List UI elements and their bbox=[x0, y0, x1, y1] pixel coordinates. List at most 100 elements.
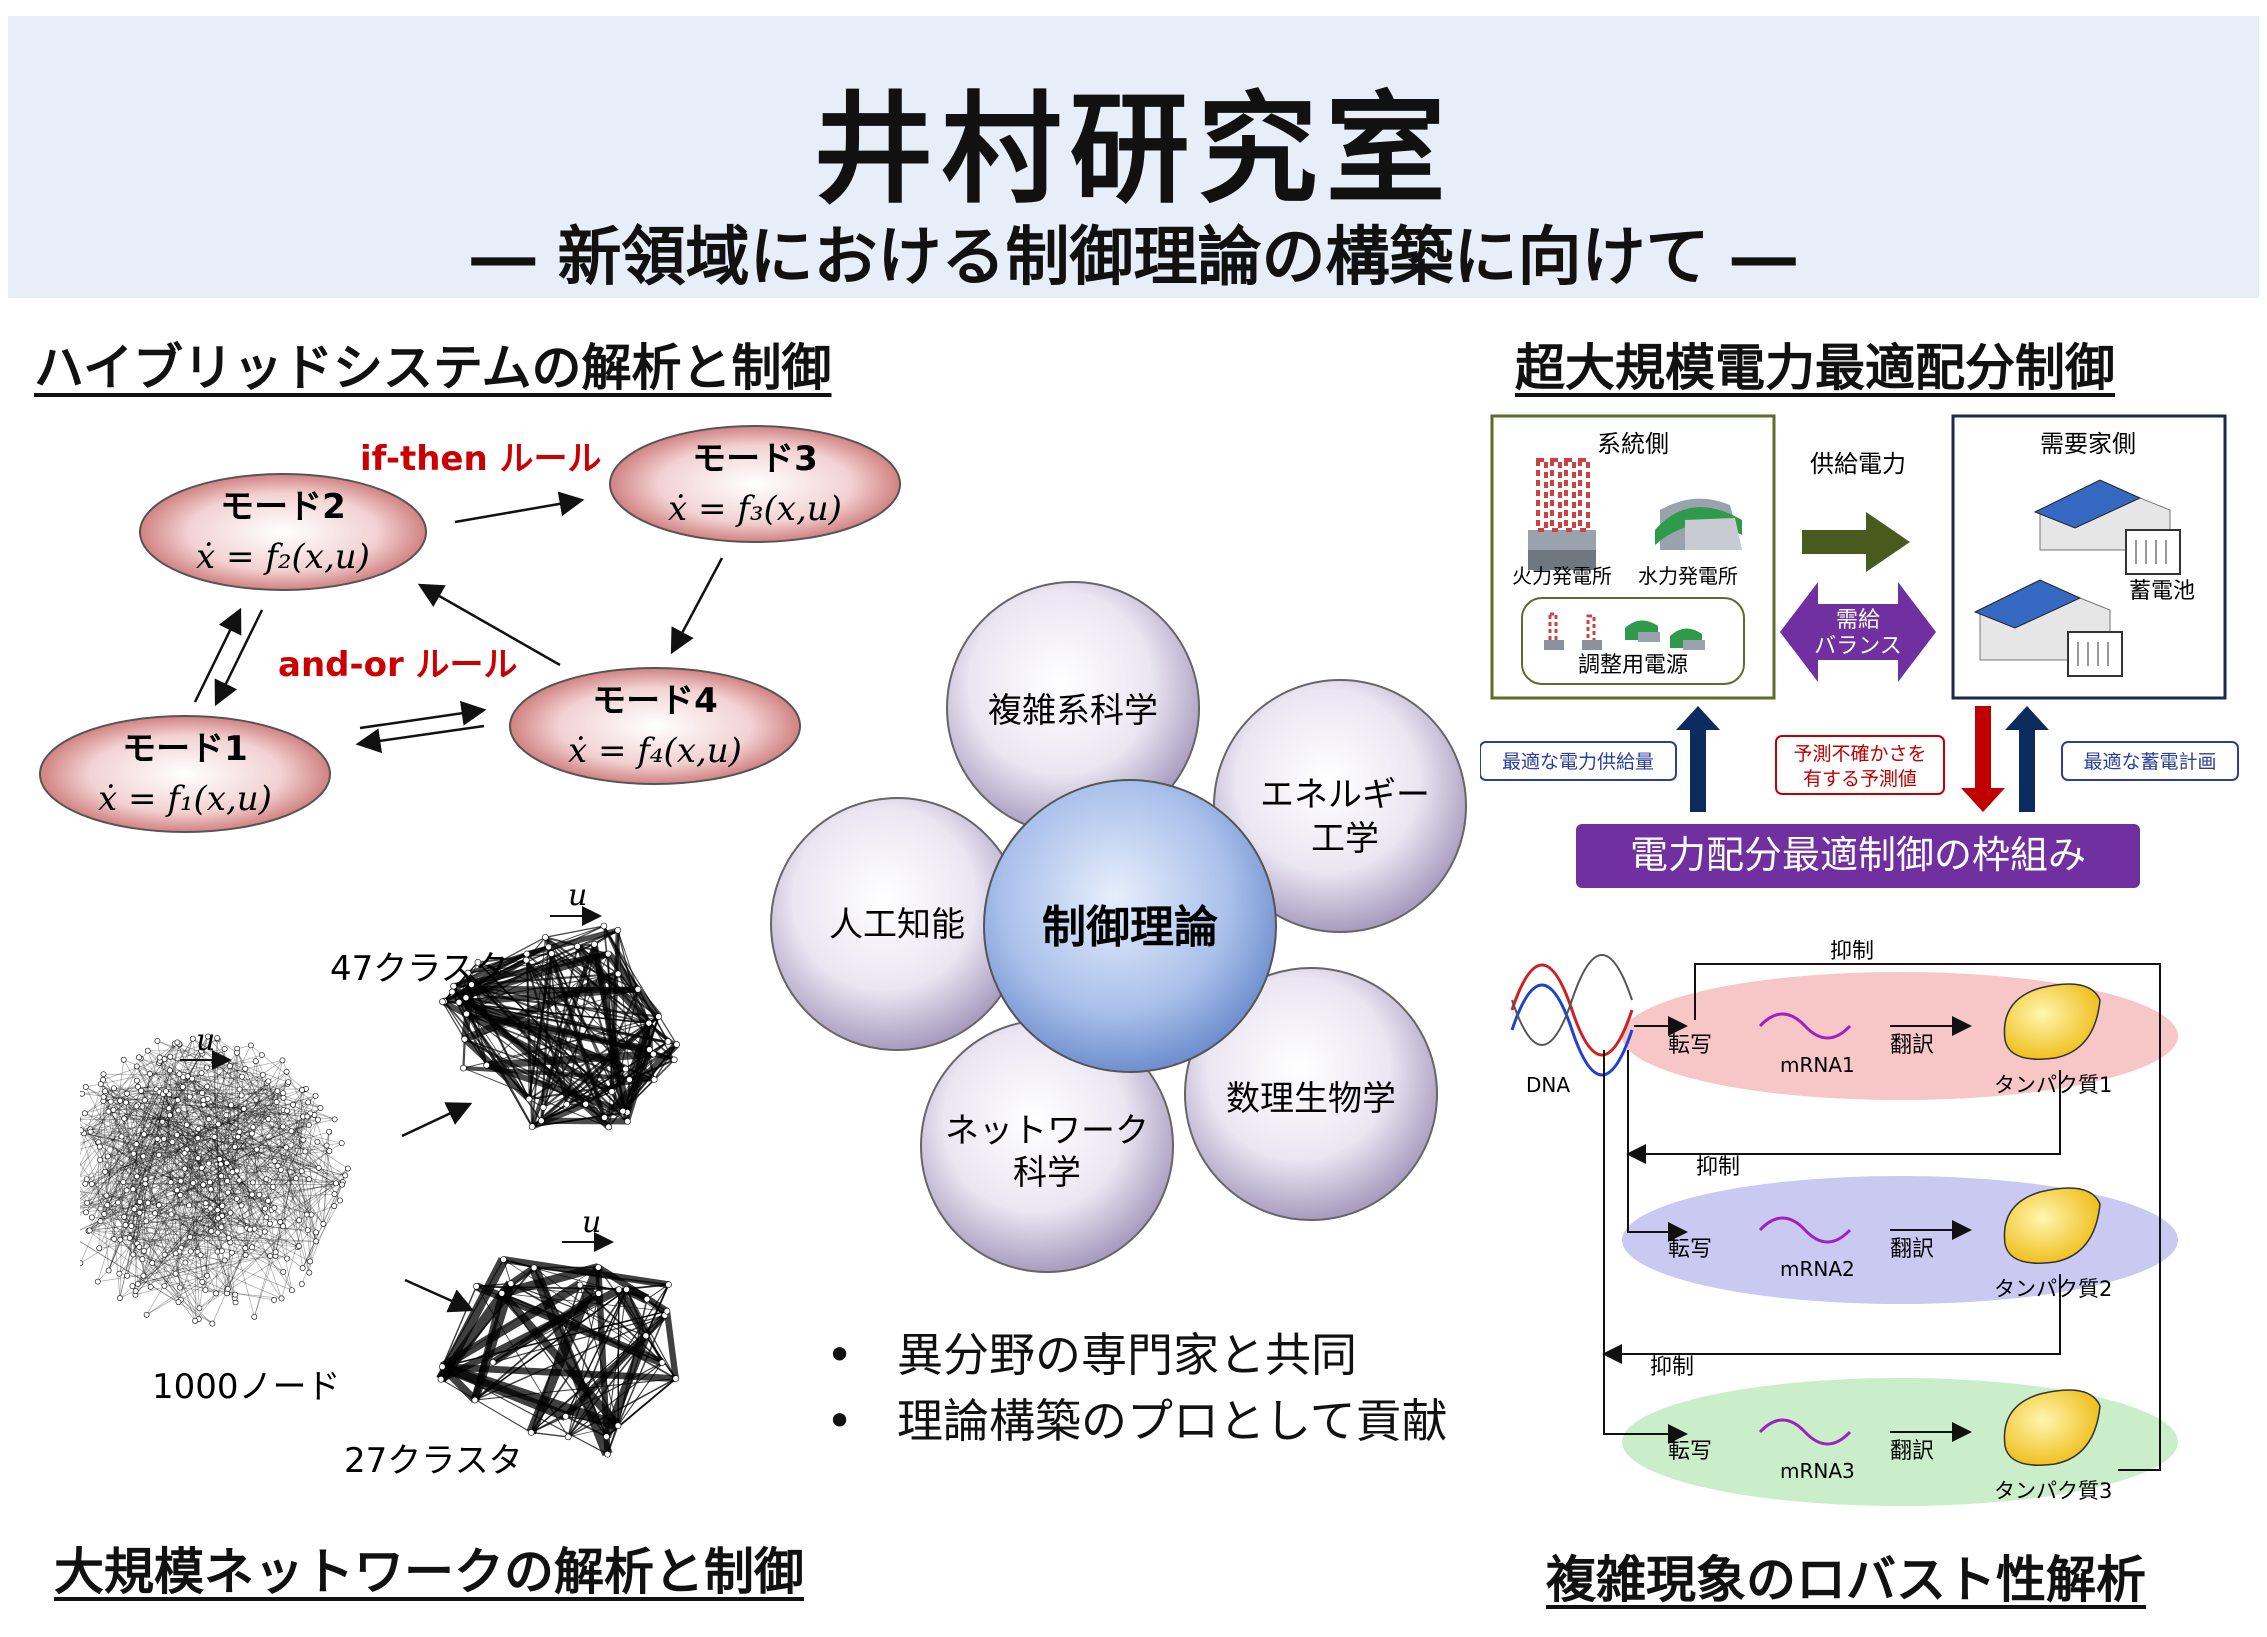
balance-arrow: 需給 バランス bbox=[1780, 582, 1936, 682]
label-1000-nodes: 1000ノード bbox=[152, 1367, 341, 1407]
transcription-label-3: 転写 bbox=[1668, 1439, 1712, 1464]
rule-and-or: and-or ルール bbox=[278, 645, 518, 685]
svg-text:制御理論: 制御理論 bbox=[1042, 902, 1218, 953]
network-diagram: u u u 47クラスタ 1000ノード 27クラスタ bbox=[80, 880, 681, 1480]
protein-3-icon bbox=[2003, 1389, 2101, 1466]
label-27-clusters: 27クラスタ bbox=[344, 1441, 523, 1480]
header-banner: 井村研究室 ― 新領域における制御理論の構築に向けて ― bbox=[8, 16, 2259, 298]
network-27-cluster-graph bbox=[436, 1256, 680, 1458]
arrow-mode1-to-mode4 bbox=[359, 700, 487, 730]
adjust-sources-box bbox=[1521, 597, 1745, 685]
protein-2-icon bbox=[2003, 1187, 2101, 1264]
mode-4-equation: ẋ = f₄(x,u) bbox=[568, 731, 742, 771]
mrna-2-label: mRNA2 bbox=[1780, 1257, 1855, 1281]
petal-artificial-intelligence: 人工知能 bbox=[770, 797, 1024, 1051]
mrna-1-label: mRNA1 bbox=[1780, 1053, 1855, 1077]
mode-4-label: モード4 bbox=[592, 681, 718, 721]
translation-label-3: 翻訳 bbox=[1890, 1439, 1934, 1464]
svg-text:最適な電力供給量: 最適な電力供給量 bbox=[1502, 751, 1654, 773]
research-fields-diagram: 複雑系科学 エネルギー 工学 数理生物学 ネットワーク 科学 人工知能 制御理論 bbox=[770, 581, 1467, 1273]
protein-1-icon bbox=[2003, 983, 2101, 1060]
suppress-label-2: 抑制 bbox=[1696, 1155, 1740, 1180]
down-arrow-forecast bbox=[1961, 706, 2005, 812]
bullet-item: • 異分野の専門家と共同 bbox=[826, 1328, 1357, 1382]
battery-icon-1 bbox=[2125, 529, 2181, 575]
bullet-item: • 理論構築のプロとして貢献 bbox=[826, 1394, 1448, 1448]
hybrid-diagram: モード2 ẋ = f₂(x,u) モード3 ẋ = f₃(x,u) モード4 ẋ… bbox=[39, 425, 901, 833]
input-u-label-big: u bbox=[196, 1023, 215, 1058]
transcription-label-2: 転写 bbox=[1668, 1237, 1712, 1262]
mrna-3-label: mRNA3 bbox=[1780, 1459, 1855, 1483]
petal-energy-engineering: エネルギー 工学 bbox=[1213, 679, 1467, 933]
mrna-2-icon bbox=[1758, 1216, 1852, 1244]
svg-text:人工知能: 人工知能 bbox=[829, 905, 965, 945]
thermal-plant-label: 火力発電所 bbox=[1512, 564, 1612, 588]
core-control-theory: 制御理論 bbox=[983, 779, 1277, 1073]
input-u-label-47: u bbox=[568, 880, 587, 913]
svg-text:バランス: バランス bbox=[1814, 634, 1902, 659]
mrna-3-icon bbox=[1758, 1418, 1852, 1446]
svg-text:最適な蓄電計画: 最適な蓄電計画 bbox=[2083, 751, 2216, 773]
mode-3-label: モード3 bbox=[692, 439, 818, 479]
optimal-storage-callout bbox=[2061, 741, 2239, 781]
mode-3-equation: ẋ = f₃(x,u) bbox=[668, 489, 842, 529]
mode-2-node: モード2 ẋ = f₂(x,u) bbox=[139, 473, 427, 591]
framework-banner bbox=[1576, 824, 2140, 888]
svg-text:需給: 需給 bbox=[1836, 608, 1880, 633]
translation-label-2: 翻訳 bbox=[1890, 1237, 1934, 1262]
hydro-plant-label: 水力発電所 bbox=[1638, 564, 1738, 588]
section-title-hybrid: ハイブリッドシステムの解析と制御 bbox=[34, 339, 832, 397]
suppress-label-3: 抑制 bbox=[1650, 1355, 1694, 1380]
suppress-label-1: 抑制 bbox=[1830, 940, 1874, 964]
mode-1-label: モード1 bbox=[122, 729, 248, 769]
svg-text:複雑系科学: 複雑系科学 bbox=[988, 691, 1158, 731]
protein-1-label: タンパク質1 bbox=[1994, 1073, 2112, 1097]
mode-1-node: モード1 ẋ = f₁(x,u) bbox=[39, 715, 331, 833]
translation-label-1: 翻訳 bbox=[1890, 1033, 1934, 1058]
hydro-plant-icon bbox=[1655, 498, 1742, 550]
supply-arrow bbox=[1802, 512, 1910, 572]
protein-3-label: タンパク質3 bbox=[1994, 1479, 2112, 1503]
petal-complex-systems: 複雑系科学 bbox=[946, 581, 1200, 835]
mode-2-label: モード2 bbox=[220, 487, 346, 527]
optimal-supply-callout bbox=[1480, 741, 1677, 781]
protein-2-label: タンパク質2 bbox=[1994, 1277, 2112, 1301]
adjust-sources-icon bbox=[1544, 612, 1705, 650]
consumer-side-label: 需要家側 bbox=[2040, 430, 2136, 458]
dna-helix-icon bbox=[1510, 954, 1634, 1077]
framework-label: 電力配分最適制御の枠組み bbox=[1630, 833, 2086, 877]
arrow-mode1-to-mode2 bbox=[193, 607, 242, 703]
forecast-callout bbox=[1775, 735, 1945, 795]
gene-regulation-diagram: DNA 抑制 抑制 抑制 転写 mRNA1 翻訳 タンパク質1 転写 mRNA2… bbox=[1510, 940, 2178, 1506]
arrow-mode2-to-mode1 bbox=[214, 609, 264, 707]
mode-4-node: モード4 ẋ = f₄(x,u) bbox=[509, 667, 801, 785]
mode-3-node: モード3 ẋ = f₃(x,u) bbox=[609, 425, 901, 543]
thermal-plant-icon bbox=[1528, 458, 1596, 570]
label-47-clusters: 47クラスタ bbox=[330, 949, 509, 989]
rule-if-then: if-then ルール bbox=[360, 439, 602, 479]
svg-text:エネルギー: エネルギー bbox=[1260, 775, 1430, 815]
mode-2-equation: ẋ = f₂(x,u) bbox=[196, 537, 370, 577]
svg-text:有する予測値: 有する予測値 bbox=[1803, 768, 1917, 790]
power-diagram: 系統側 火力発電所 水力発電所 調整用 bbox=[1480, 414, 2239, 888]
svg-text:科学: 科学 bbox=[1013, 1153, 1081, 1193]
network-1000-nodes-graph bbox=[80, 1033, 351, 1327]
petal-network-science: ネットワーク 科学 bbox=[920, 1019, 1174, 1273]
mode-1-equation: ẋ = f₁(x,u) bbox=[98, 779, 272, 819]
section-title-robust: 複雑現象のロバスト性解析 bbox=[1546, 1551, 2146, 1609]
page-title: 井村研究室 bbox=[813, 81, 1454, 220]
battery-label: 蓄電池 bbox=[2129, 579, 2195, 604]
page-subtitle: ― 新領域における制御理論の構築に向けて ― bbox=[471, 221, 1796, 295]
svg-text:数理生物学: 数理生物学 bbox=[1226, 1079, 1396, 1119]
arrow-mode3-to-mode4 bbox=[670, 557, 724, 655]
input-u-label-27: u bbox=[582, 1205, 601, 1240]
up-arrow-supply bbox=[1676, 706, 1720, 812]
svg-text:ネットワーク: ネットワーク bbox=[945, 1111, 1149, 1151]
arrow-mode4-to-mode1 bbox=[355, 724, 485, 754]
battery-icon-2 bbox=[2067, 631, 2123, 677]
petal-mathematical-biology: 数理生物学 bbox=[1184, 967, 1438, 1221]
arrow-mode2-to-mode3 bbox=[454, 491, 585, 524]
svg-text:予測不確かさを: 予測不確かさを bbox=[1793, 743, 1926, 765]
grid-side-label: 系統側 bbox=[1597, 430, 1669, 458]
supply-label: 供給電力 bbox=[1810, 450, 1906, 478]
